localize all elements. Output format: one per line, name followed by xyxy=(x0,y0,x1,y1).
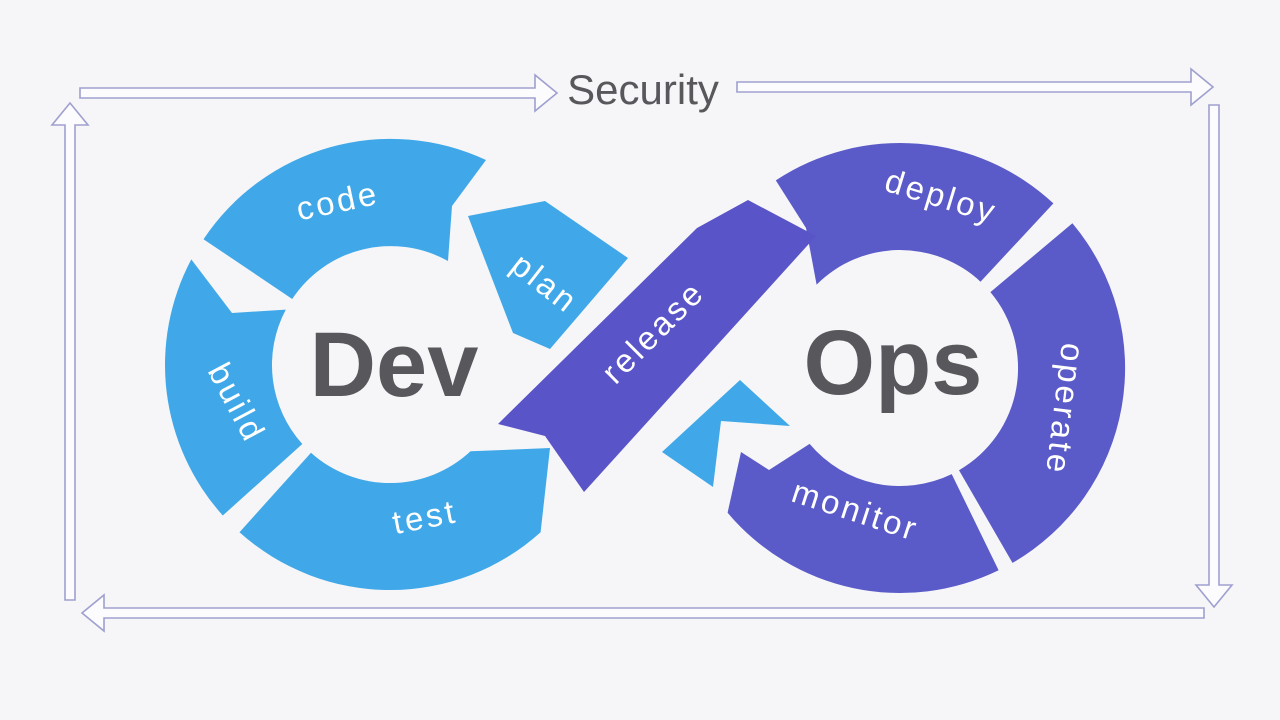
border-arrow-bottom-left xyxy=(80,593,1205,633)
border-arrow-left-up xyxy=(50,101,90,601)
dev-center-label: Dev xyxy=(310,314,479,416)
ops-center-label: Ops xyxy=(804,312,983,414)
security-border-loop xyxy=(50,67,1234,633)
ops-segment-deploy xyxy=(775,143,1054,285)
border-arrow-top-left xyxy=(79,73,559,113)
security-title: Security xyxy=(567,66,719,113)
dev-loop-chevron-arrow xyxy=(662,380,790,487)
dev-segment-code xyxy=(203,138,486,299)
border-arrow-right-down xyxy=(1194,104,1234,609)
release-ribbon xyxy=(498,200,816,492)
ops-segment-operate xyxy=(959,223,1126,563)
dev-segment-build xyxy=(165,259,303,516)
dev-segment-plan xyxy=(468,201,628,349)
dev-cycle xyxy=(165,138,790,591)
ops-cycle xyxy=(727,143,1126,594)
dev-segment-test xyxy=(239,448,550,591)
ops-segment-monitor xyxy=(727,443,999,594)
border-arrow-top-right xyxy=(736,67,1215,107)
